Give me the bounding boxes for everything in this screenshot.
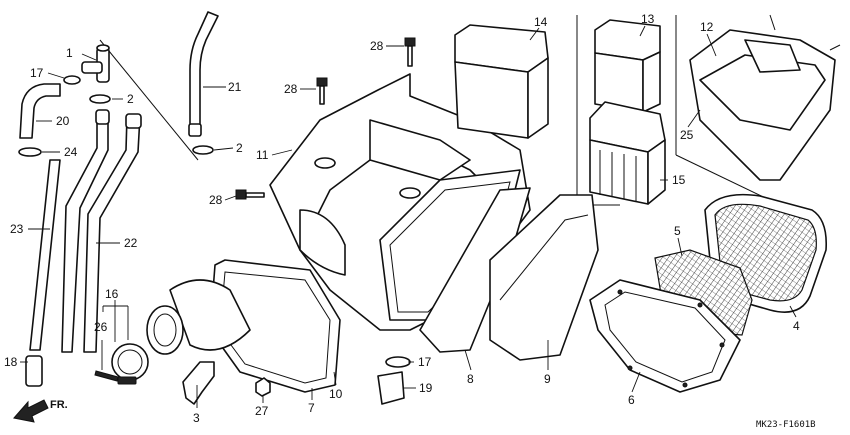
hose-clamp-part xyxy=(89,94,111,104)
breather-tube-part xyxy=(189,11,219,129)
callout-25: 25 xyxy=(680,128,694,142)
element-box-part xyxy=(454,24,549,139)
breather-tube-end xyxy=(188,123,202,137)
callout-3: 3 xyxy=(193,411,200,425)
element-part-13 xyxy=(594,19,661,113)
clip-part xyxy=(63,75,81,85)
bolt-part xyxy=(235,189,265,200)
screw-part xyxy=(94,370,119,382)
clip-part xyxy=(385,356,411,368)
callout-10: 10 xyxy=(329,387,343,401)
hose-clamp-part xyxy=(192,145,214,155)
hose-clamp-part xyxy=(18,147,42,157)
front-direction-indicator: FR. xyxy=(13,399,68,423)
callout-26: 26 xyxy=(94,320,108,334)
callout-5: 5 xyxy=(674,224,681,238)
callout-24: 24 xyxy=(64,145,78,159)
callout-9: 9 xyxy=(544,372,551,386)
element-part-15 xyxy=(589,101,666,205)
bent-hose-part xyxy=(19,83,61,139)
bolt-part xyxy=(404,37,416,67)
callout-17: 17 xyxy=(418,355,432,369)
callout-7: 7 xyxy=(308,401,315,415)
callout-17: 17 xyxy=(30,66,44,80)
t-joint-part xyxy=(81,44,110,83)
side-cover-part xyxy=(489,194,599,361)
callout-28: 28 xyxy=(284,82,298,96)
front-direction-label: FR. xyxy=(50,399,68,411)
callout-20: 20 xyxy=(56,114,70,128)
tube-end-fitting xyxy=(95,109,110,125)
callout-13: 13 xyxy=(641,12,655,26)
nut-part xyxy=(255,377,271,397)
callout-2: 2 xyxy=(127,92,134,106)
callout-12: 12 xyxy=(700,20,714,34)
bracket-part xyxy=(182,361,215,405)
callout-1: 1 xyxy=(66,46,73,60)
diagram-code: MK23-F1601B xyxy=(756,420,816,430)
callout-11: 11 xyxy=(256,148,269,162)
drain-tube-part xyxy=(83,115,141,353)
callout-28: 28 xyxy=(209,193,223,207)
callout-18: 18 xyxy=(4,355,18,369)
callout-22: 22 xyxy=(124,236,138,250)
clamp-band-part xyxy=(111,343,149,385)
callout-4: 4 xyxy=(793,319,800,333)
tube-end-fitting xyxy=(125,113,142,129)
callout-6: 6 xyxy=(628,393,635,407)
callout-15: 15 xyxy=(672,173,686,187)
sleeve-part xyxy=(377,371,405,405)
callout-2: 2 xyxy=(236,141,243,155)
bolt-part xyxy=(316,77,328,105)
leader-lines xyxy=(20,25,797,408)
filter-holder-part xyxy=(589,279,741,393)
callout-labels: 1 2 2 3 4 5 6 7 8 9 10 11 12 13 14 15 16… xyxy=(4,12,800,425)
drain-tube-part xyxy=(29,159,61,351)
callout-8: 8 xyxy=(467,372,474,386)
drain-plug-part xyxy=(25,355,43,387)
callout-27: 27 xyxy=(255,404,269,418)
callout-21: 21 xyxy=(228,80,242,94)
front-arrow-icon xyxy=(13,399,49,423)
callout-19: 19 xyxy=(419,381,433,395)
callout-14: 14 xyxy=(534,15,548,29)
callout-23: 23 xyxy=(10,222,24,236)
callout-28: 28 xyxy=(370,39,384,53)
upper-case-part xyxy=(689,14,841,181)
callout-16: 16 xyxy=(105,287,119,301)
intake-duct-part xyxy=(146,259,341,393)
callout-16-bracket xyxy=(102,305,129,340)
drain-tube-part xyxy=(61,111,109,353)
group-boundary-line xyxy=(99,39,199,161)
